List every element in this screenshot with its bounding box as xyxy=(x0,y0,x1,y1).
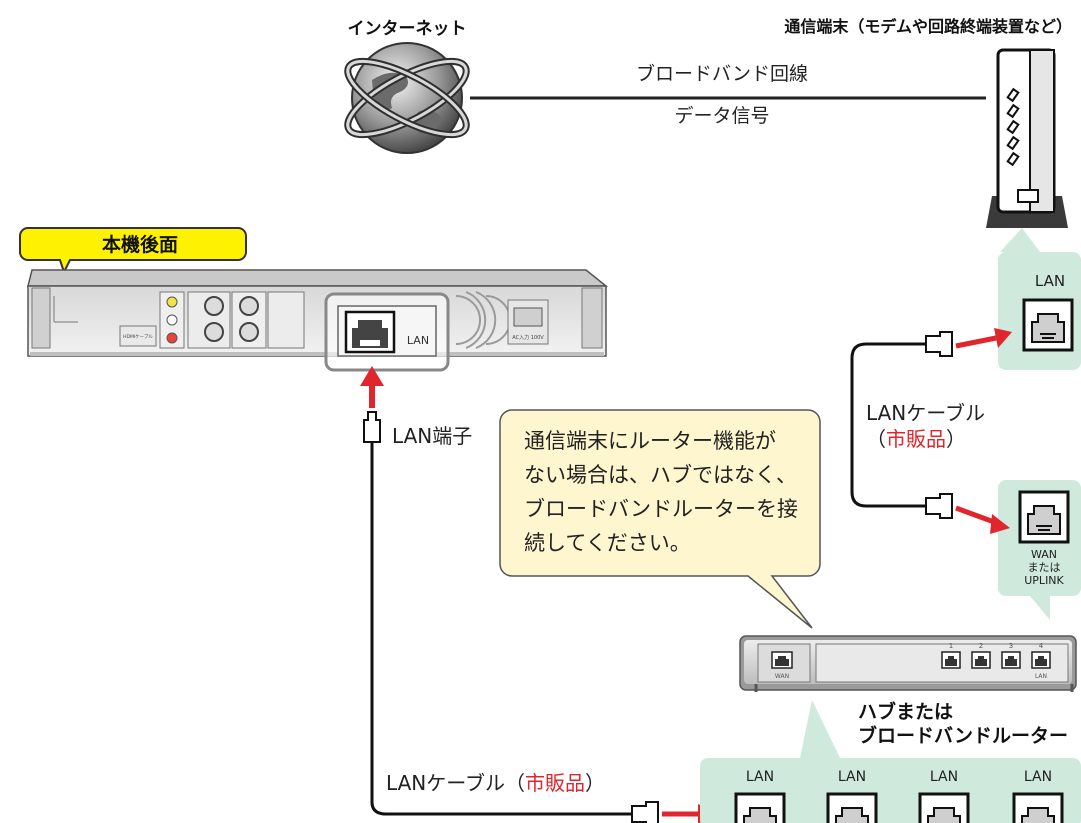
lan-terminal-label: LAN端子 xyxy=(392,424,472,448)
middle-cable-retail-line: （市販品） xyxy=(866,427,966,451)
hub-port-number: 4 xyxy=(1039,642,1044,650)
callout-line-3: ブロードバンドルーターを接 xyxy=(524,497,798,521)
hub-lan-port-3-icon xyxy=(1001,651,1021,669)
modem-device-icon xyxy=(986,48,1068,228)
router-note-callout xyxy=(499,409,821,629)
hub-lan-label: LAN xyxy=(1035,673,1047,680)
svg-text:AC入力 100V: AC入力 100V xyxy=(512,334,544,341)
device-rear-panel: HDMIケーブル AC入力 100V xyxy=(27,269,609,357)
bottom-cable-plug-icon xyxy=(631,801,659,823)
hub-lan-ports[interactable] xyxy=(941,651,1051,669)
uplink-label: UPLINK xyxy=(1024,574,1064,587)
callout-line-1: 通信端末にルーター機能が xyxy=(524,429,776,453)
rear-panel-label: 本機後面 xyxy=(102,233,178,256)
bottom-lan-port-4-icon[interactable] xyxy=(1012,792,1064,823)
bottom-lan-label-3: LAN xyxy=(930,769,958,785)
broadband-label: ブロードバンド回線 xyxy=(636,62,808,85)
modem-label: 通信端末（モデムや回路終端装置など） xyxy=(784,17,1072,36)
bottom-lan-label-2: LAN xyxy=(838,769,866,785)
modem-lan-label: LAN xyxy=(1035,272,1065,290)
hub-wan-label: WAN xyxy=(775,673,789,680)
svg-text:HDMIケーブル: HDMIケーブル xyxy=(123,333,153,340)
hub-port-number: 1 xyxy=(949,642,953,650)
arrow-to-rear-lan xyxy=(360,366,384,386)
bottom-lan-port-3-icon[interactable] xyxy=(918,792,970,823)
bottom-lan-cable xyxy=(370,442,640,816)
bottom-lan-label-1: LAN xyxy=(746,769,774,785)
wan-port-icon[interactable] xyxy=(1018,490,1070,544)
modem-lan-port-icon[interactable] xyxy=(1022,298,1074,352)
hub-port-number: 2 xyxy=(979,642,983,650)
hub-router-device xyxy=(739,635,1077,692)
arrow-to-modem xyxy=(994,328,1012,348)
arrow-to-router xyxy=(990,514,1010,534)
bottom-cable-label: LANケーブル（市販品） xyxy=(386,771,605,795)
hub-port-number: 3 xyxy=(1009,642,1013,650)
middle-cable-label: LANケーブル xyxy=(866,401,985,425)
hub-title-line-2: ブロードバンドルーター xyxy=(858,724,1068,747)
rear-lan-label: LAN xyxy=(407,334,429,347)
internet-globe-icon xyxy=(344,42,470,154)
hub-title-line-1: ハブまたは xyxy=(858,700,953,723)
cable-plug-icon xyxy=(925,331,953,519)
data-signal-label: データ信号 xyxy=(674,105,769,127)
bottom-lan-label-4: LAN xyxy=(1024,769,1052,785)
callout-line-4: 続してください。 xyxy=(524,531,691,555)
internet-label: インターネット xyxy=(348,19,467,39)
hub-lan-port-2-icon xyxy=(971,651,991,669)
lan-plug-icon xyxy=(363,411,381,443)
rear-panel-tag xyxy=(19,227,247,275)
hub-lan-panel xyxy=(700,700,1081,823)
bottom-lan-port-2-icon[interactable] xyxy=(826,792,878,823)
hub-lan-port-1-icon xyxy=(941,651,961,669)
bottom-lan-port-1-icon[interactable] xyxy=(734,792,786,823)
middle-lan-cable xyxy=(850,342,940,508)
callout-line-2: ない場合は、ハブではなく、 xyxy=(524,463,797,487)
wan-label: WAN xyxy=(1031,548,1057,561)
hub-lan-port-4-icon xyxy=(1031,651,1051,669)
hub-wan-port-icon[interactable] xyxy=(771,651,793,669)
or-label: または xyxy=(1028,561,1061,574)
rear-lan-port-icon[interactable] xyxy=(344,310,396,354)
